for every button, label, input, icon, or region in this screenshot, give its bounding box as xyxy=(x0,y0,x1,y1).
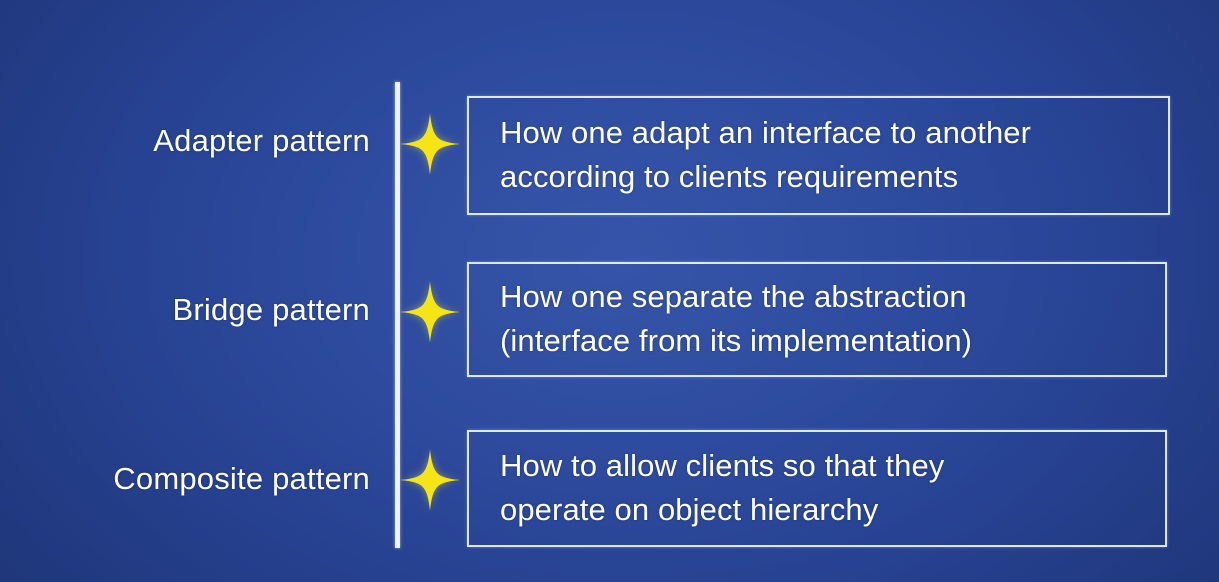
description-box-adapter: How one adapt an interface to another ac… xyxy=(467,96,1170,215)
description-text-adapter: How one adapt an interface to another ac… xyxy=(500,111,1154,199)
sparkle-star-icon xyxy=(398,112,462,176)
description-line: How one adapt an interface to another xyxy=(500,115,1032,150)
pattern-label-adapter: Adapter pattern xyxy=(153,123,370,158)
pattern-row: Bridge pattern How one separate the abst… xyxy=(0,262,1219,378)
description-line: (interface from its implementation) xyxy=(500,323,973,358)
pattern-row: Adapter pattern How one adapt an interfa… xyxy=(0,96,1219,216)
description-text-bridge: How one separate the abstraction (interf… xyxy=(500,275,1151,363)
description-box-bridge: How one separate the abstraction (interf… xyxy=(467,262,1167,377)
description-text-composite: How to allow clients so that they operat… xyxy=(500,444,1151,532)
timeline-rail xyxy=(395,82,400,548)
description-line: according to clients requirements xyxy=(500,159,959,194)
pattern-label-composite: Composite pattern xyxy=(113,461,370,496)
sparkle-star-icon xyxy=(398,448,462,512)
description-line: How to allow clients so that they xyxy=(500,448,945,483)
pattern-row: Composite pattern How to allow clients s… xyxy=(0,430,1219,547)
sparkle-star-icon xyxy=(398,280,462,344)
description-line: operate on object hierarchy xyxy=(500,492,879,527)
description-line: How one separate the abstraction xyxy=(500,279,967,314)
pattern-label-bridge: Bridge pattern xyxy=(172,292,370,327)
description-box-composite: How to allow clients so that they operat… xyxy=(467,430,1167,547)
